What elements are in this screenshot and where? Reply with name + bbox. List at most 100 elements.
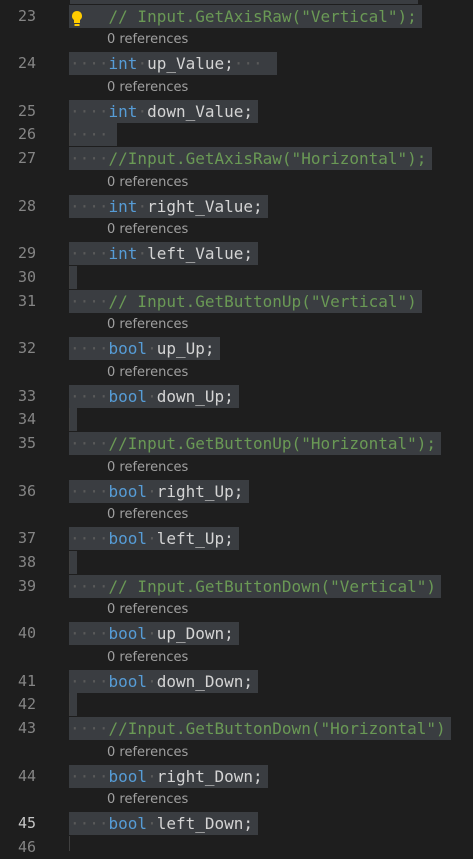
code-line[interactable]: 25····int·down_Value; — [0, 100, 473, 123]
selection-highlight — [69, 242, 258, 265]
code-line[interactable]: 45····bool·left_Down; — [0, 812, 473, 835]
codelens-references[interactable]: 0 references — [107, 650, 189, 665]
codelens-references[interactable]: 0 references — [107, 745, 189, 760]
code-line[interactable]: 36····bool·right_Up; — [0, 480, 473, 503]
variable-name: up_Down; — [156, 624, 234, 643]
codelens-references[interactable]: 0 references — [107, 460, 189, 475]
code-line[interactable]: 31····// Input.GetButtonUp("Vertical") — [0, 290, 473, 313]
selection-highlight — [69, 480, 249, 503]
whitespace-marker: ···· — [70, 292, 109, 311]
code-line[interactable]: 23 ····// Input.GetAxisRaw("Vertical"); — [0, 5, 473, 28]
whitespace-marker: · — [147, 767, 157, 786]
selection-highlight — [69, 408, 77, 431]
selection-highlight — [69, 527, 239, 550]
code-text[interactable]: ····bool·left_Down; — [70, 812, 253, 835]
line-number: 34 — [17, 410, 36, 428]
selection-highlight — [69, 812, 258, 835]
codelens-references[interactable]: 0 references — [107, 32, 189, 47]
code-line[interactable]: 26 ···· — [0, 123, 473, 146]
type-keyword: bool — [108, 482, 148, 501]
lightbulb-icon[interactable] — [70, 10, 84, 28]
selection-highlight — [69, 195, 268, 218]
code-text[interactable]: ····//Input.GetAxisRaw("Horizontal"); — [70, 147, 426, 170]
whitespace-marker: · — [147, 339, 157, 358]
codelens-references[interactable]: 0 references — [107, 222, 189, 237]
whitespace-marker: ···· — [70, 624, 109, 643]
code-line[interactable]: 46 — [0, 836, 473, 859]
codelens-references[interactable]: 0 references — [107, 317, 189, 332]
type-keyword: int — [108, 244, 138, 263]
code-line[interactable]: 39····// Input.GetButtonDown("Vertical") — [0, 575, 473, 598]
type-keyword: bool — [108, 814, 148, 833]
selection-highlight — [69, 385, 239, 408]
code-text[interactable]: ····int·left_Value; — [70, 242, 253, 265]
line-number: 35 — [17, 434, 36, 452]
code-text[interactable]: ····bool·up_Up; — [70, 337, 215, 360]
code-line[interactable]: 28····int·right_Value; — [0, 195, 473, 218]
whitespace-marker: ···· — [70, 482, 109, 501]
selection-highlight — [69, 266, 77, 289]
code-line[interactable]: 37····bool·left_Up; — [0, 527, 473, 550]
code-line[interactable]: 42 — [0, 693, 473, 716]
line-number: 26 — [17, 125, 36, 143]
selection-highlight — [69, 670, 258, 693]
line-number: 27 — [17, 149, 36, 167]
code-line[interactable]: 24 ····int·up_Value;··· — [0, 52, 473, 75]
variable-name: down_Up; — [156, 387, 234, 406]
type-keyword: bool — [108, 624, 148, 643]
code-text[interactable]: ····// Input.GetAxisRaw("Vertical"); — [70, 5, 417, 28]
line-number: 38 — [17, 553, 36, 571]
code-text[interactable]: ····bool·up_Down; — [70, 622, 234, 645]
line-number: 24 — [17, 54, 36, 72]
code-line[interactable]: 40····bool·up_Down; — [0, 622, 473, 645]
whitespace-marker: ···· — [70, 197, 109, 216]
code-line[interactable]: 38 — [0, 551, 473, 574]
code-text[interactable]: ····bool·left_Up; — [70, 527, 234, 550]
code-text[interactable]: ····bool·down_Down; — [70, 670, 253, 693]
code-text[interactable]: ····int·right_Value; — [70, 195, 263, 218]
code-line[interactable]: 27 ····//Input.GetAxisRaw("Horizontal"); — [0, 147, 473, 170]
selection-highlight — [69, 622, 239, 645]
variable-name: left_Value; — [147, 244, 254, 263]
line-number: 32 — [17, 339, 36, 357]
code-line[interactable]: 34 — [0, 408, 473, 431]
selection-highlight — [69, 765, 268, 788]
code-line[interactable]: 33····bool·down_Up; — [0, 385, 473, 408]
whitespace-marker: · — [147, 482, 157, 501]
code-line[interactable]: 32 ····bool·up_Up; — [0, 337, 473, 360]
codelens-references[interactable]: 0 references — [107, 792, 189, 807]
code-text[interactable]: ····bool·down_Up; — [70, 385, 234, 408]
codelens-references[interactable]: 0 references — [107, 507, 189, 522]
variable-name: right_Value; — [147, 197, 263, 216]
whitespace-marker: ···· — [70, 387, 109, 406]
codelens-references[interactable]: 0 references — [107, 602, 189, 617]
code-line[interactable]: 43····//Input.GetButtonDown("Horizontal"… — [0, 717, 473, 740]
code-text[interactable]: ····int·down_Value; — [70, 100, 253, 123]
variable-name: left_Up; — [156, 529, 234, 548]
code-text[interactable]: ····bool·right_Up; — [70, 480, 243, 503]
comment-text: //Input.GetButtonUp("Horizontal"); — [108, 434, 437, 453]
codelens-references[interactable]: 0 references — [107, 175, 189, 190]
line-number: 30 — [17, 268, 36, 286]
code-text[interactable]: ····bool·right_Down; — [70, 765, 263, 788]
code-line[interactable]: 35 ····//Input.GetButtonUp("Horizontal"); — [0, 432, 473, 455]
code-text[interactable]: ····//Input.GetButtonUp("Horizontal"); — [70, 432, 436, 455]
codelens-references[interactable]: 0 references — [107, 80, 189, 95]
line-number: 23 — [17, 7, 36, 25]
code-text[interactable]: ····int·up_Value;··· — [70, 52, 263, 75]
selection-highlight — [69, 551, 77, 574]
code-text[interactable]: ···· — [70, 123, 109, 146]
codelens-references[interactable]: 0 references — [107, 365, 189, 380]
whitespace-marker: ···· — [70, 149, 109, 168]
code-text[interactable]: ····//Input.GetButtonDown("Horizontal") — [70, 717, 446, 740]
type-keyword: bool — [108, 339, 148, 358]
code-line[interactable]: 30 — [0, 266, 473, 289]
code-text[interactable]: ····// Input.GetButtonDown("Vertical") — [70, 575, 436, 598]
code-text[interactable]: ····// Input.GetButtonUp("Vertical") — [70, 290, 417, 313]
type-keyword: bool — [108, 767, 148, 786]
code-line[interactable]: 44····bool·right_Down; — [0, 765, 473, 788]
code-line[interactable]: 29····int·left_Value; — [0, 242, 473, 265]
code-line[interactable]: 41····bool·down_Down; — [0, 670, 473, 693]
indent-guide — [69, 123, 70, 146]
